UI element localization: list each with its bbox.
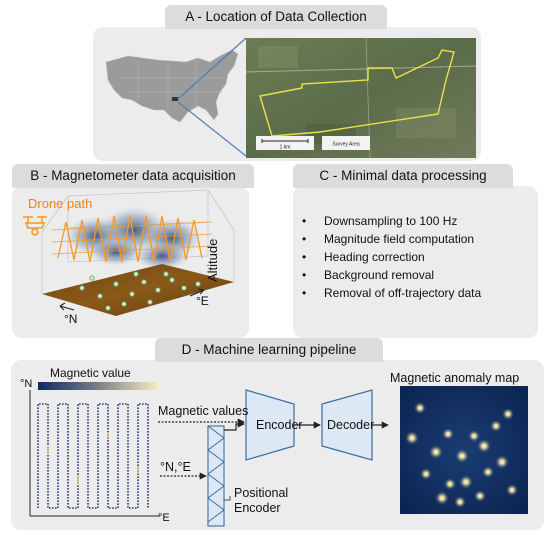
ml-network-diagram	[158, 389, 389, 527]
altitude-label: Altitude	[205, 238, 220, 282]
positional-encoder-label: Positional Encoder	[234, 486, 289, 515]
scale-bar-label: 1 km	[280, 145, 291, 151]
encoder-block	[245, 389, 295, 461]
legend-survey-area: Survey Area	[332, 142, 359, 148]
survey-area-outline	[259, 49, 455, 137]
drone-flight-path	[57, 215, 203, 263]
trajectory-plot	[29, 390, 160, 517]
survey-trajectory	[37, 403, 149, 509]
panel-d-title: D - Machine learning pipeline	[155, 338, 383, 362]
processing-step: Heading correction	[302, 248, 481, 266]
north-axis-label: °N	[64, 312, 78, 326]
processing-step: Downsampling to 100 Hz	[302, 212, 481, 230]
encoder-label: Encoder	[256, 418, 303, 432]
zoom-lines	[177, 37, 247, 157]
panel-c-title: C - Minimal data processing	[293, 164, 513, 188]
anomaly-map-title: Magnetic anomaly map	[390, 371, 520, 385]
processing-step: Magnitude field computation	[302, 230, 481, 248]
panel-b-title: B - Magnetometer data acquisition	[12, 164, 254, 188]
processing-step: Removal of off-trajectory data	[302, 284, 481, 302]
ground-plane	[42, 264, 234, 316]
drone-path-label: Drone path	[28, 196, 93, 211]
decoder-label: Decoder	[327, 418, 375, 432]
drone-icon	[23, 216, 47, 236]
colorbar	[38, 382, 158, 390]
coords-label: °N,°E	[160, 460, 191, 474]
processing-steps-list: Downsampling to 100 Hz Magnitude field c…	[302, 212, 481, 302]
magnetic-values-label: Magnetic values	[158, 404, 249, 418]
panel-a-title: A - Location of Data Collection	[165, 5, 387, 29]
satellite-map: 1 km Survey Area	[246, 38, 476, 158]
east-axis-label: °E	[196, 294, 209, 308]
decoder-block	[321, 389, 373, 461]
magnetometer-3d-plot	[41, 189, 235, 316]
us-map	[105, 49, 239, 123]
study-location-marker	[172, 97, 178, 101]
colorbar-label: Magnetic value	[50, 366, 131, 380]
axis-east-label: °E	[158, 512, 170, 524]
axis-north-label: °N	[20, 378, 33, 390]
magnetic-anomaly-map	[400, 386, 528, 514]
processing-step: Background removal	[302, 266, 481, 284]
